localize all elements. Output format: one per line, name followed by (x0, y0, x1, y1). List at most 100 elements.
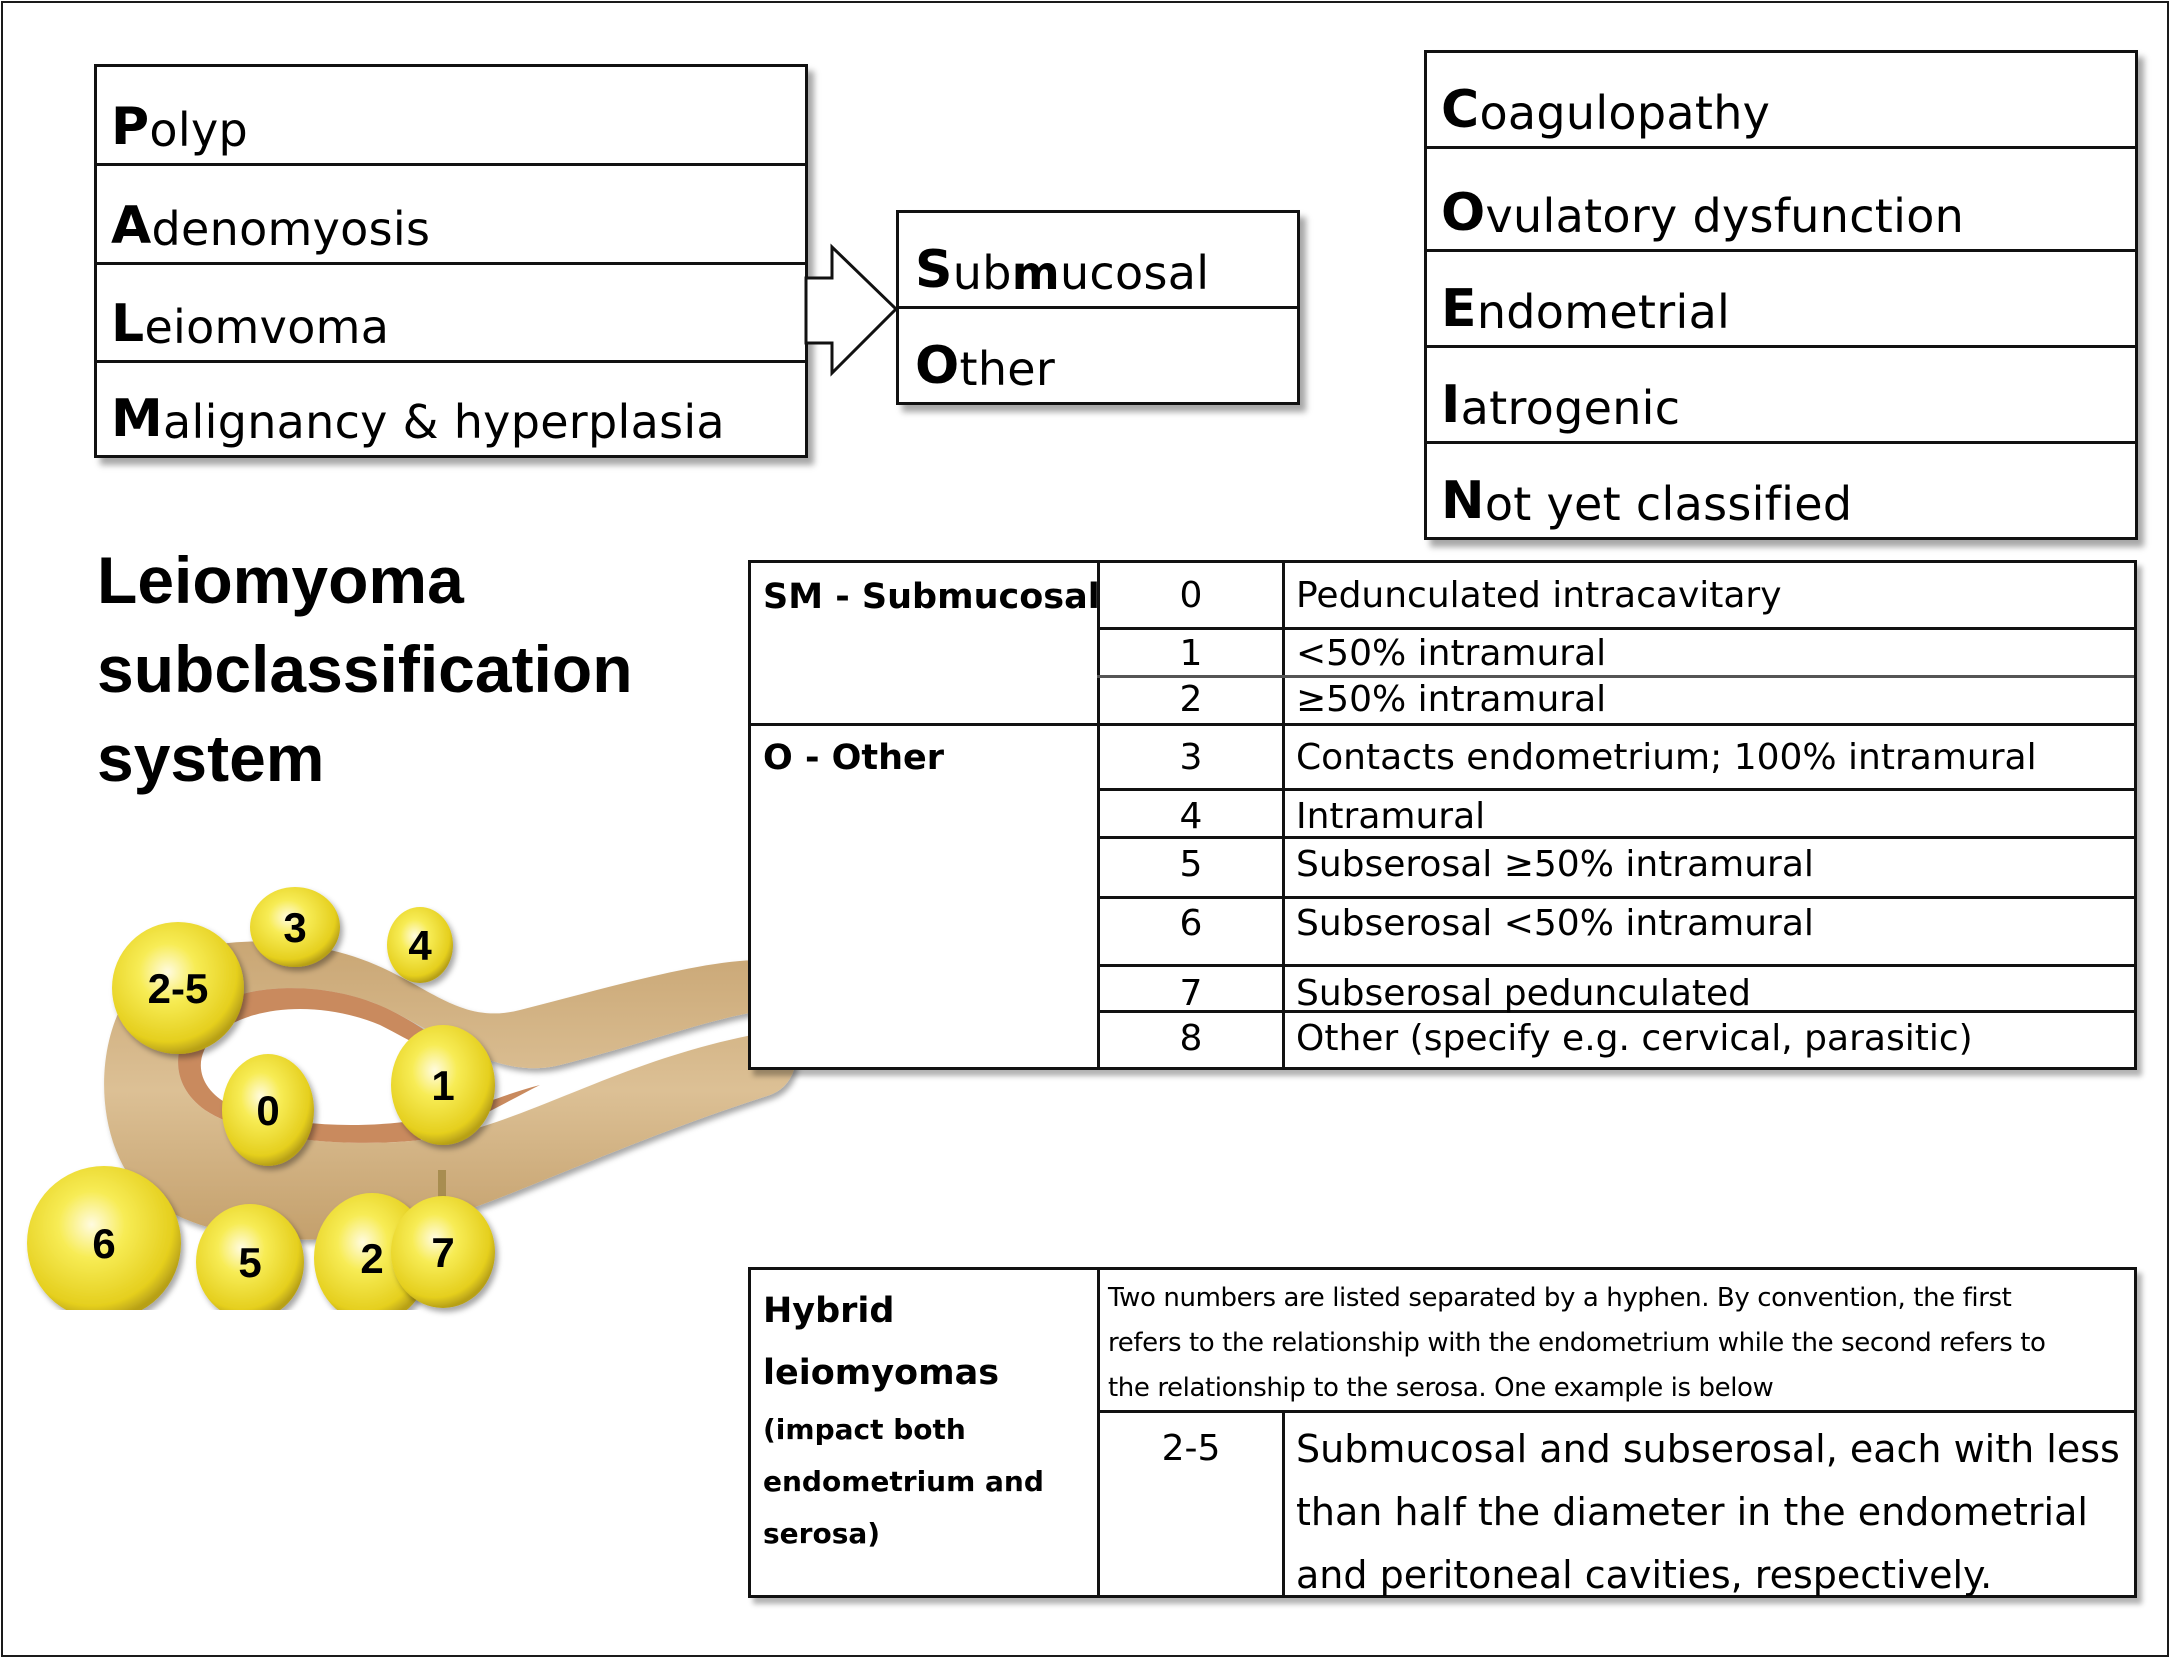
coein-label: ndometrial (1476, 285, 1731, 339)
hybrid-example-description: Submucosal and subserosal, each with les… (1296, 1418, 2120, 1607)
coein-label: ot yet classified (1484, 477, 1853, 531)
table-row-description: Other (specify e.g. cervical, parasitic) (1296, 1018, 1973, 1059)
split-label: ucosal (1059, 246, 1210, 300)
title-line: Leiomyoma (97, 543, 464, 617)
hybrid-subtitle-line: endometrium and (763, 1465, 1044, 1498)
table-row-description: Subserosal ≥50% intramural (1296, 844, 1814, 885)
table-row-description: ≥50% intramural (1296, 679, 1607, 720)
split-initial: O (915, 336, 960, 396)
table-row-type: 7 (1179, 973, 1203, 1014)
palm-label: olyp (149, 103, 248, 157)
hybrid-description-line: Submucosal and subserosal, each with les… (1296, 1427, 2120, 1471)
palm-label: denomyosis (151, 202, 431, 256)
arrow-shape (804, 243, 899, 377)
fibroid-label: 1 (431, 1062, 454, 1109)
table-row-description: Pedunculated intracavitary (1296, 575, 1782, 616)
palm-initial: L (111, 294, 145, 354)
table-row-divider (1097, 1410, 2134, 1413)
table-column-divider (1282, 563, 1285, 1067)
table-column-divider (1097, 563, 1100, 1067)
arrow-icon (804, 243, 899, 377)
split-initial: S (915, 240, 953, 300)
coein-label: vulatory dysfunction (1485, 189, 1965, 243)
hybrid-title-line: leiomyomas (763, 1353, 1000, 1393)
table-row-description: Subserosal pedunculated (1296, 973, 1751, 1014)
coein-initial: O (1441, 183, 1486, 243)
table-row-description: Subserosal <50% intramural (1296, 903, 1814, 944)
table-row-divider (1097, 896, 2134, 899)
hybrid-subtitle-line: (impact both (763, 1413, 966, 1446)
table-row-type: 5 (1179, 844, 1203, 885)
table-row-divider (1097, 1010, 2134, 1013)
coein-label: oagulopathy (1479, 86, 1771, 140)
fibroid-stalk (438, 1170, 446, 1200)
palm-label: eiomvoma (144, 300, 390, 354)
coein-initial: N (1441, 471, 1485, 531)
table-row-type: 1 (1179, 633, 1203, 674)
palm-label: alignancy & hyperplasia (163, 395, 725, 449)
table-row-type: 2 (1179, 679, 1203, 720)
fibroid-label: 5 (238, 1239, 261, 1286)
page-title: Leiomyoma subclassification system (97, 536, 633, 803)
uterus-wall (104, 941, 797, 1240)
palm-initial: A (111, 196, 152, 256)
hybrid-description-line: and peritoneal cavities, respectively. (1296, 1553, 1993, 1597)
table-row-type: 4 (1179, 796, 1203, 837)
fibroid-5: 5 (196, 1204, 304, 1310)
fibroid-label: 3 (283, 904, 306, 951)
table-row-description: Contacts endometrium; 100% intramural (1296, 737, 2037, 778)
hybrid-description-line: than half the diameter in the endometria… (1296, 1490, 2088, 1534)
fibroid-label: 7 (431, 1229, 454, 1276)
classification-table: SM - Submucosal O - Other 0 Pedunculated… (748, 560, 2137, 1070)
split-mid: ub (952, 246, 1012, 300)
table-row-type: 3 (1179, 737, 1203, 778)
table-row-description: <50% intramural (1296, 633, 1607, 674)
table-row-type: 6 (1179, 903, 1203, 944)
fibroid-label: 0 (256, 1087, 279, 1134)
split-label: ther (959, 342, 1056, 396)
table-row-type: 0 (1179, 575, 1203, 616)
fibroid-0: 0 (222, 1054, 314, 1166)
palm-initial: M (111, 389, 164, 449)
hybrid-title-line: Hybrid (763, 1291, 895, 1331)
fibroid-label: 2-5 (148, 965, 209, 1012)
hybrid-subtitle-line: serosa) (763, 1517, 881, 1550)
table-row-type: 8 (1179, 1018, 1203, 1059)
fibroid-label: 2 (360, 1235, 383, 1282)
fibroid-label: 4 (408, 922, 432, 969)
fibroid-4: 4 (387, 907, 453, 983)
title-line: subclassification (97, 632, 633, 706)
coein-initial: I (1441, 375, 1461, 435)
hybrid-label: Hybrid leiomyomas (impact both endometri… (763, 1280, 1044, 1560)
hybrid-example-type: 2-5 (1161, 1428, 1221, 1469)
table-row-divider (1097, 836, 2134, 839)
hybrid-note-line: refers to the relationship with the endo… (1108, 1328, 2046, 1358)
hybrid-note-line: Two numbers are listed separated by a hy… (1108, 1283, 2012, 1313)
hybrid-table: Hybrid leiomyomas (impact both endometri… (748, 1267, 2137, 1598)
table-group-divider (751, 723, 2134, 726)
group-label-other: O - Other (763, 738, 945, 778)
table-row-description: Intramural (1296, 796, 1486, 837)
fibroid-2-5: 2-5 (112, 922, 244, 1054)
fibroid-7-illustration: 7 (391, 1170, 495, 1308)
coein-label: atrogenic (1460, 381, 1681, 435)
table-row-divider (1097, 627, 2134, 630)
hybrid-note-line: the relationship to the serosa. One exam… (1108, 1373, 1774, 1403)
table-column-divider (1097, 1270, 1100, 1595)
fibroid-7: 7 (391, 1196, 495, 1308)
fibroid-3: 3 (250, 887, 340, 967)
